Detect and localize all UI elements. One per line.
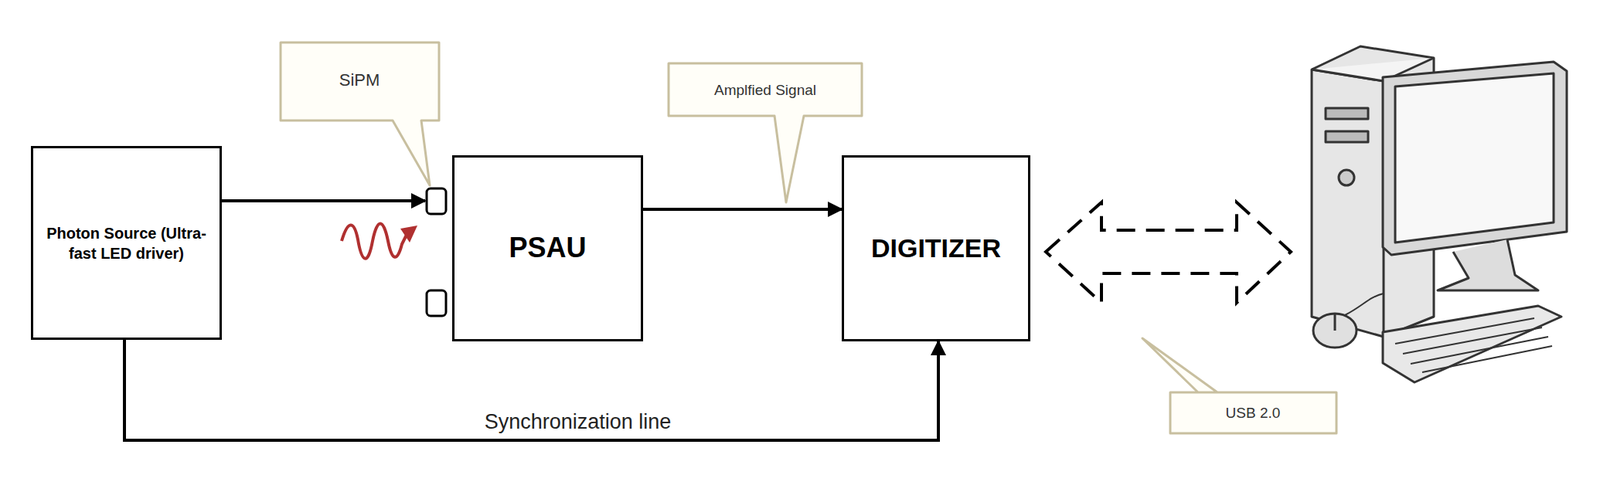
photon-wave: [341, 224, 409, 259]
usb-double-arrow: [1045, 202, 1291, 303]
usb-callout: [1142, 338, 1337, 434]
signal-callout: [668, 63, 862, 203]
box-text: Photon Source (Ultra-fast LED driver): [40, 223, 212, 264]
process-box: PSAU: [452, 155, 644, 342]
sipm-square: [426, 188, 446, 215]
callout-label: USB 2.0: [1225, 405, 1281, 423]
connector-arrow: [643, 207, 842, 212]
edge-label: Synchronization line: [481, 410, 675, 435]
box-text: DIGITIZER: [871, 231, 1001, 266]
callout-label: Amplfied Signal: [714, 81, 817, 99]
box-text: PSAU: [508, 230, 586, 267]
sipm-callout: [280, 42, 440, 186]
process-box: DIGITIZER: [841, 155, 1031, 342]
connector-arrow: [124, 340, 939, 441]
photon-wave-head: [400, 225, 418, 243]
sipm-square: [426, 290, 446, 317]
connector-arrow: [221, 199, 426, 203]
computer: [1311, 46, 1567, 383]
process-box: Photon Source (Ultra-fast LED driver): [30, 146, 222, 341]
callout-label: SiPM: [339, 70, 381, 91]
